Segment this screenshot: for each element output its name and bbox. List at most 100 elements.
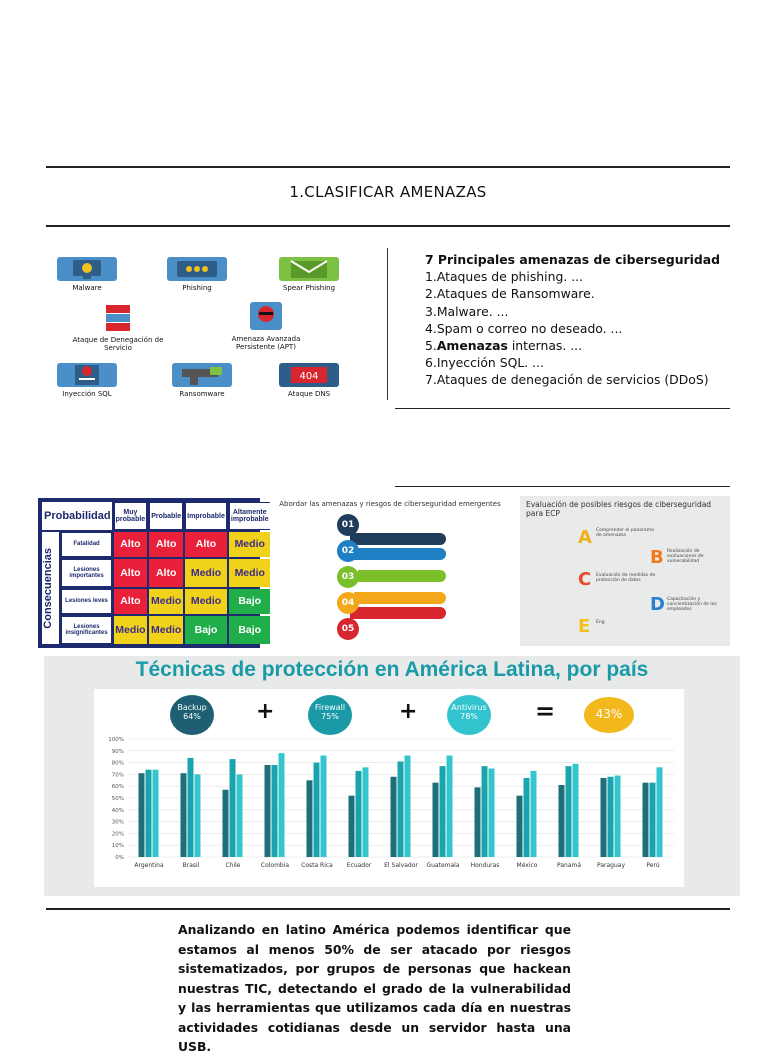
bar-antivirus bbox=[614, 775, 621, 857]
database-alert-icon bbox=[57, 363, 117, 387]
bar-backup bbox=[138, 773, 145, 857]
bar-antivirus bbox=[152, 769, 159, 857]
step-number: 03 bbox=[337, 566, 359, 588]
risk-cell: Bajo bbox=[228, 588, 271, 614]
risk-cell: Medio bbox=[228, 532, 271, 557]
risk-cell: Medio bbox=[149, 588, 184, 614]
threat-item: 5.Amenazas internas. ... bbox=[425, 338, 583, 354]
bar-backup bbox=[516, 795, 523, 857]
bar-antivirus bbox=[194, 774, 201, 857]
step-bar bbox=[358, 570, 446, 582]
bar-backup bbox=[600, 777, 607, 857]
threat-item: 7.Ataques de denegación de servicios (DD… bbox=[425, 372, 709, 388]
bar-backup bbox=[222, 789, 229, 857]
error-404-icon: 404 bbox=[279, 363, 339, 387]
bar-firewall bbox=[607, 776, 614, 857]
ecp-item-text: Evaluación de medidas de protección de d… bbox=[596, 573, 656, 583]
y-tick-label: 0% bbox=[115, 855, 124, 861]
bottom-rule bbox=[46, 908, 730, 910]
y-tick-label: 90% bbox=[112, 749, 124, 755]
risk-cell: Medio bbox=[149, 615, 184, 644]
step-bar bbox=[350, 533, 446, 545]
backup-bubble: Backup 64% bbox=[170, 695, 214, 735]
icon-tile-malware: Malware bbox=[52, 257, 122, 292]
x-tick-label: Colombia bbox=[261, 862, 290, 869]
x-tick-label: Panamá bbox=[557, 862, 581, 869]
list-rule bbox=[395, 408, 730, 409]
phishing-screen-icon bbox=[167, 257, 227, 281]
step-number: 04 bbox=[337, 592, 359, 614]
bar-antivirus bbox=[320, 755, 327, 857]
plus-sign: + bbox=[399, 699, 418, 724]
ecp-item-text: Capacitación y concientización de los em… bbox=[667, 597, 717, 612]
threat-item: 1.Ataques de phishing. ... bbox=[425, 269, 584, 285]
bar-firewall bbox=[565, 766, 572, 857]
bar-backup bbox=[432, 782, 439, 857]
ecp-title: Evaluación de posibles riesgos de cibers… bbox=[526, 500, 712, 518]
bar-backup bbox=[474, 787, 481, 857]
y-tick-label: 60% bbox=[112, 784, 124, 790]
bar-backup bbox=[558, 785, 565, 857]
row-label: Lesiones insignificantes bbox=[61, 615, 112, 644]
x-tick-label: Chile bbox=[225, 862, 240, 869]
icon-tile-sql: Inyección SQL bbox=[52, 363, 122, 398]
risk-cell: Medio bbox=[228, 558, 271, 587]
risk-cell: Medio bbox=[185, 558, 227, 587]
bar-antivirus bbox=[278, 753, 285, 857]
letter-e: E bbox=[578, 616, 591, 637]
x-tick-label: Guatemala bbox=[426, 862, 459, 869]
ecp-item-text: Realización de evaluaciones de vulnerabi… bbox=[667, 549, 704, 564]
threats-list: 7 Principales amenazas de ciberseguridad… bbox=[425, 251, 720, 389]
y-tick-label: 10% bbox=[112, 843, 124, 849]
threat-item: 6.Inyección SQL. ... bbox=[425, 355, 544, 371]
probability-label: Probabilidad bbox=[42, 502, 112, 530]
bar-backup bbox=[306, 780, 313, 857]
risk-cell: Alto bbox=[149, 558, 184, 587]
bar-firewall bbox=[187, 757, 194, 857]
ecp-infographic: Evaluación de posibles riesgos de cibers… bbox=[520, 496, 730, 646]
row-label: Lesiones importantes bbox=[61, 558, 112, 587]
letter-c: C bbox=[578, 569, 592, 590]
steps-title: Abordar las amenazas y riesgos de cibers… bbox=[279, 500, 501, 508]
bar-backup bbox=[642, 782, 649, 857]
firewall-bubble: Firewall 75% bbox=[308, 695, 352, 735]
col-header: Probable bbox=[149, 502, 184, 530]
steps-infographic: Abordar las amenazas y riesgos de cibers… bbox=[270, 496, 510, 648]
server-rack-icon bbox=[98, 303, 138, 333]
y-tick-label: 40% bbox=[112, 808, 124, 814]
letter-a: A bbox=[578, 527, 592, 548]
risk-cell: Medio bbox=[113, 615, 148, 644]
col-header: Muy probable bbox=[113, 502, 148, 530]
bar-antivirus bbox=[362, 767, 369, 857]
top-rule bbox=[46, 166, 730, 168]
bar-antivirus bbox=[572, 763, 579, 857]
icon-tile-phishing: Phishing bbox=[162, 257, 232, 292]
risk-cell: Alto bbox=[149, 532, 184, 557]
row-label: Fatalidad bbox=[61, 532, 112, 557]
icon-tile-apt: Amenaza Avanzada Persistente (APT) bbox=[214, 300, 318, 351]
step-number: 01 bbox=[337, 514, 359, 536]
ecp-item-text: Comprender el panorama de amenazas bbox=[596, 528, 654, 538]
bar-firewall bbox=[313, 762, 320, 857]
step-bar bbox=[350, 607, 446, 619]
bar-backup bbox=[348, 795, 355, 857]
svg-text:404: 404 bbox=[299, 371, 318, 382]
y-tick-label: 30% bbox=[112, 820, 124, 826]
risk-cell: Alto bbox=[113, 588, 148, 614]
threat-item: 4.Spam o correo no deseado. ... bbox=[425, 320, 623, 336]
bar-firewall bbox=[523, 777, 530, 857]
y-tick-label: 70% bbox=[112, 772, 124, 778]
risk-cell: Bajo bbox=[185, 615, 227, 644]
bar-firewall bbox=[229, 759, 236, 857]
bar-antivirus bbox=[488, 768, 495, 857]
bar-backup bbox=[264, 764, 271, 857]
bar-backup bbox=[390, 776, 397, 857]
hacker-icon bbox=[246, 300, 286, 332]
bar-firewall bbox=[439, 766, 446, 857]
icon-tile-dns: 404 Ataque DNS bbox=[274, 363, 344, 398]
bar-firewall bbox=[481, 766, 488, 857]
step-number: 02 bbox=[337, 540, 359, 562]
vertical-divider bbox=[387, 248, 388, 400]
step-bar bbox=[354, 592, 446, 604]
bar-firewall bbox=[271, 764, 278, 857]
